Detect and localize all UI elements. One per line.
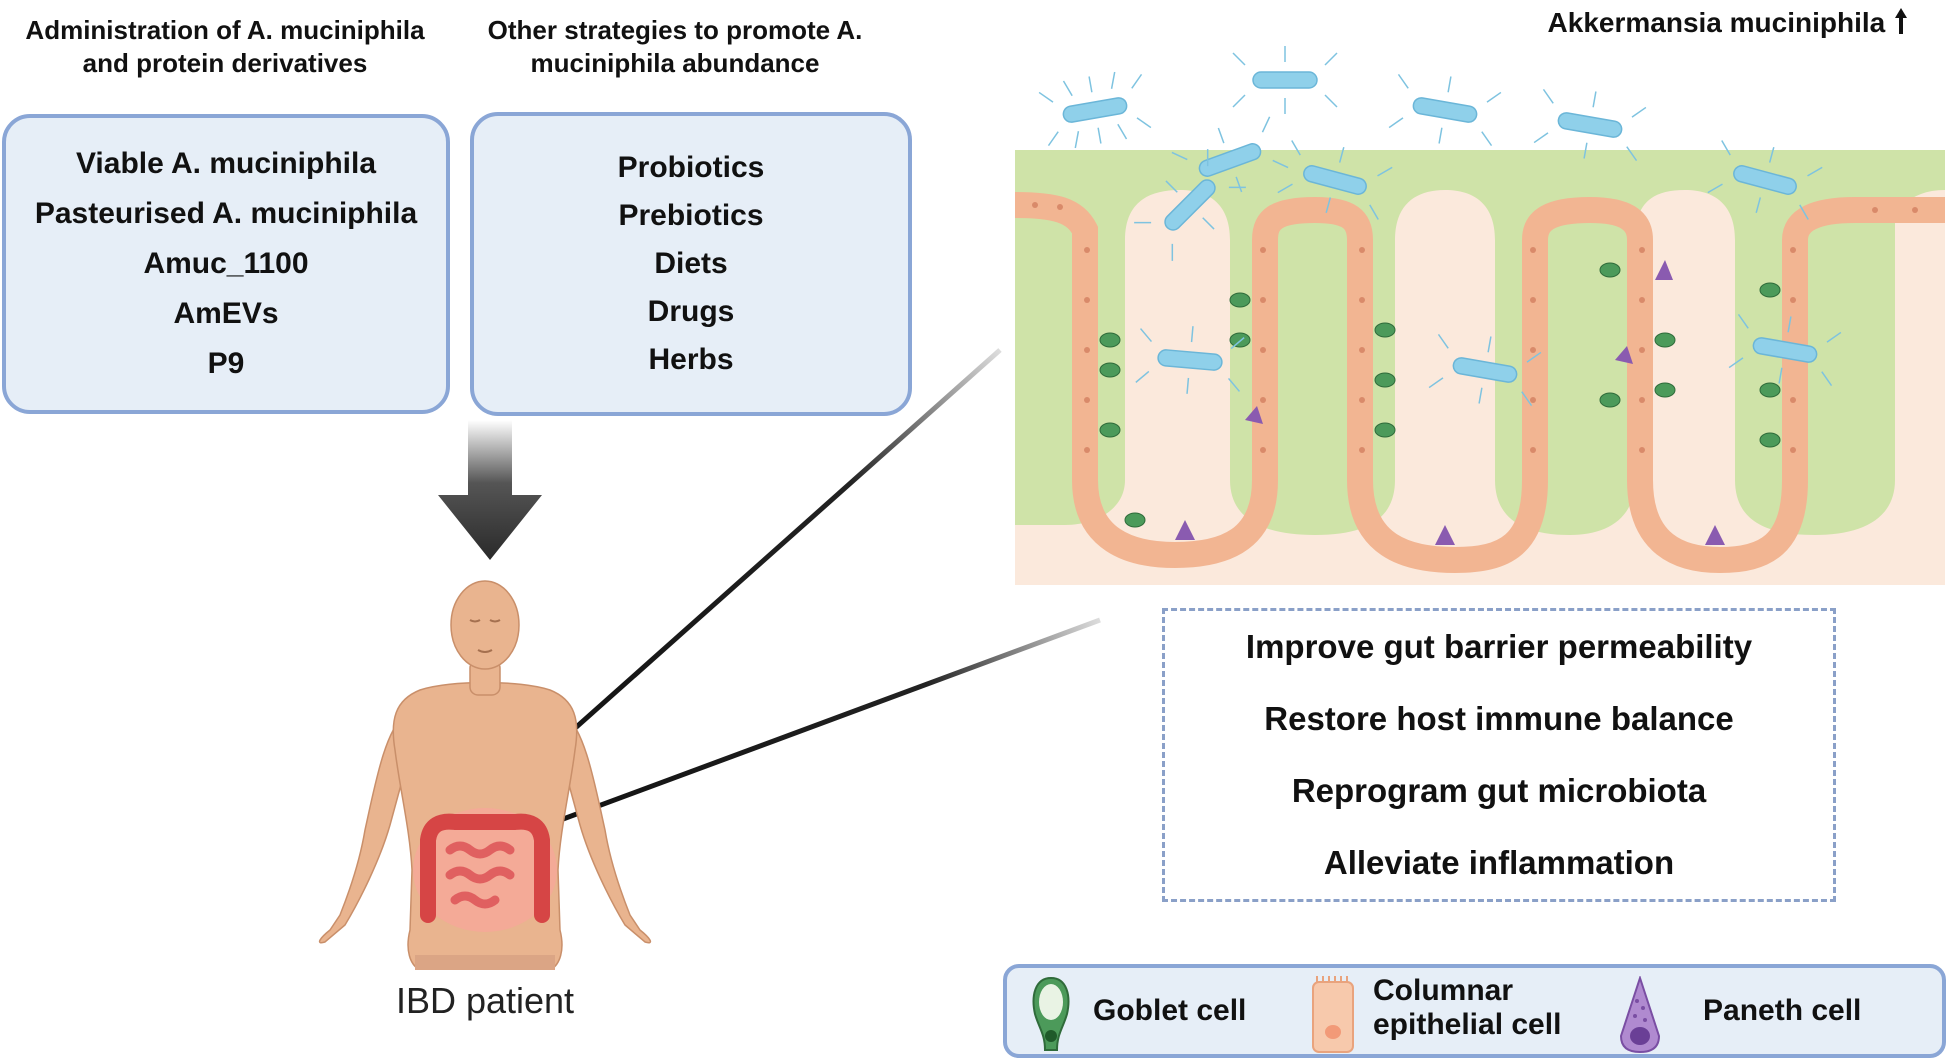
list-item: AmEVs	[173, 297, 279, 330]
akkermansia-title-text: Akkermansia muciniphila	[1547, 7, 1886, 38]
list-item: Probiotics	[617, 151, 765, 184]
goblet-cells	[1099, 262, 1781, 528]
paneth-cells	[1175, 260, 1725, 545]
heading-other-strategies-line2: muciniphila abundance	[530, 48, 820, 78]
paneth-cell-icon	[1619, 976, 1661, 1054]
heading-other-strategies: Other strategies to promote A. muciniphi…	[460, 14, 890, 80]
list-item: Diets	[654, 247, 728, 280]
strategies-box: Probiotics Prebiotics Diets Drugs Herbs	[470, 112, 912, 416]
gut-epithelium-illustration	[1015, 46, 1945, 585]
legend-columnar-label: Columnar epithelial cell	[1373, 974, 1561, 1042]
effect-item: Improve gut barrier permeability	[1245, 628, 1753, 665]
list-item: P9	[207, 347, 245, 380]
columnar-cell-icon	[1312, 976, 1354, 1053]
bacteria-icon	[1038, 46, 1842, 407]
connector-line-upper	[498, 348, 1002, 797]
heading-other-strategies-line1: Other strategies to promote A.	[487, 15, 863, 45]
list-item: Prebiotics	[618, 199, 764, 232]
colon-icon	[413, 808, 557, 932]
patient-label: IBD patient	[395, 980, 575, 1021]
administration-box: Viable A. muciniphila Pasteurised A. muc…	[2, 114, 450, 414]
heading-administration-line1: Administration of A. muciniphila	[25, 15, 425, 45]
list-item: Viable A. muciniphila	[75, 147, 377, 180]
arrow-down-icon	[438, 420, 542, 560]
heading-administration-line2: and protein derivatives	[82, 48, 368, 78]
effect-item: Restore host immune balance	[1264, 700, 1734, 737]
list-item: Drugs	[647, 295, 735, 328]
effects-box: Improve gut barrier permeability Restore…	[1162, 608, 1836, 902]
list-item: Amuc_1100	[143, 247, 309, 280]
list-item: Pasteurised A. muciniphila	[34, 197, 418, 230]
goblet-cell-icon	[1032, 976, 1070, 1051]
effect-item: Reprogram gut microbiota	[1291, 772, 1707, 809]
akkermansia-title: Akkermansia muciniphila	[1548, 6, 1909, 39]
mucus-layer	[1015, 150, 1945, 535]
epithelium-lining	[1015, 192, 1945, 574]
legend-columnar-line1: Columnar	[1373, 974, 1514, 1007]
legend-paneth-label: Paneth cell	[1703, 994, 1862, 1027]
legend-goblet-label: Goblet cell	[1093, 994, 1247, 1027]
connector-line-lower	[519, 617, 1101, 838]
cell-legend: Goblet cell Columnar epithelial cell Pan…	[1003, 964, 1946, 1058]
human-body-icon	[318, 580, 652, 970]
list-item: Herbs	[648, 343, 734, 376]
arrow-up-icon	[1895, 8, 1907, 34]
effect-item: Alleviate inflammation	[1323, 844, 1675, 881]
legend-columnar-line2: epithelial cell	[1373, 1008, 1562, 1041]
epithelial-nuclei	[1032, 202, 1918, 453]
heading-administration: Administration of A. muciniphila and pro…	[0, 14, 450, 80]
